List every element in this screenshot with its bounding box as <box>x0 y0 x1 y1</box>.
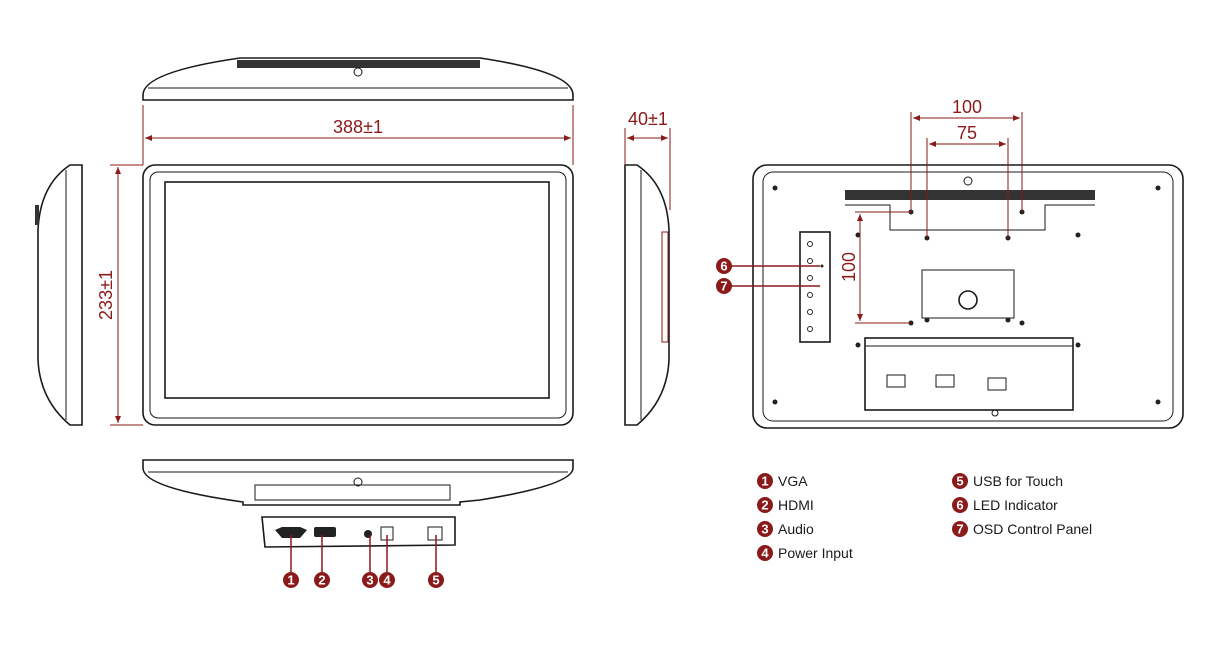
callout-number-2: 2 <box>314 572 330 588</box>
top-view <box>142 57 574 101</box>
legend-label: Power Input <box>778 545 853 561</box>
callout-number-3: 3 <box>362 572 378 588</box>
svg-text:5: 5 <box>956 474 963 489</box>
width-dimension: 388±1 <box>142 105 574 165</box>
screw-hole <box>772 399 778 405</box>
osd-button <box>807 241 813 247</box>
callout-number-2: 2 <box>757 497 773 513</box>
callout-number-4: 4 <box>379 572 395 588</box>
osd-button <box>807 292 813 298</box>
svg-text:2: 2 <box>318 573 325 588</box>
svg-text:7: 7 <box>956 522 963 537</box>
callout-number-7: 7 <box>716 278 732 294</box>
svg-text:100: 100 <box>839 252 859 282</box>
svg-text:3: 3 <box>761 522 768 537</box>
legend: 1 VGA 2 HDMI 3 Audio 4 Power Input 5 USB for Touc… <box>757 473 1092 561</box>
svg-text:4: 4 <box>383 573 391 588</box>
svg-text:1: 1 <box>761 474 768 489</box>
svg-text:3: 3 <box>366 573 373 588</box>
back-view <box>752 164 1184 429</box>
screw-hole <box>1155 185 1161 191</box>
screw-hole <box>1075 232 1081 238</box>
screw-hole <box>772 185 778 191</box>
depth-dimension: 40±1 <box>624 109 671 210</box>
svg-text:388±1: 388±1 <box>333 117 383 137</box>
svg-text:7: 7 <box>720 279 727 294</box>
legend-label: VGA <box>778 473 808 489</box>
legend-label: USB for Touch <box>973 473 1063 489</box>
legend-label: LED Indicator <box>973 497 1058 513</box>
legend-label: OSD Control Panel <box>973 521 1092 537</box>
screw-hole <box>1005 317 1011 323</box>
svg-text:2: 2 <box>761 498 768 513</box>
screw-hole <box>924 317 930 323</box>
screw-hole <box>1075 342 1081 348</box>
right-side-view <box>624 164 670 426</box>
callout-number-1: 1 <box>283 572 299 588</box>
screw-hole <box>1155 399 1161 405</box>
screw-hole <box>1019 320 1025 326</box>
callout-number-7: 7 <box>952 521 968 537</box>
callout-number-5: 5 <box>428 572 444 588</box>
callout-number-3: 3 <box>757 521 773 537</box>
bottom-view <box>142 459 574 506</box>
vesa-dimensions: 100 75 100 <box>839 97 1023 324</box>
svg-text:233±1: 233±1 <box>96 270 116 320</box>
port-panel-detail <box>261 516 456 548</box>
svg-text:75: 75 <box>957 123 977 143</box>
legend-label: HDMI <box>778 497 814 513</box>
callout-number-5: 5 <box>952 473 968 489</box>
osd-button <box>807 258 813 264</box>
left-side-view <box>35 164 83 426</box>
svg-text:5: 5 <box>432 573 439 588</box>
svg-text:6: 6 <box>956 498 963 513</box>
osd-button <box>807 275 813 281</box>
osd-button <box>807 309 813 315</box>
screw-hole <box>855 342 861 348</box>
svg-text:1: 1 <box>287 573 294 588</box>
osd-button <box>807 326 813 332</box>
svg-text:4: 4 <box>761 546 769 561</box>
led-indicator <box>820 264 824 268</box>
svg-text:40±1: 40±1 <box>628 109 668 129</box>
callout-number-4: 4 <box>757 545 773 561</box>
callout-number-1: 1 <box>757 473 773 489</box>
svg-text:6: 6 <box>720 259 727 274</box>
front-view <box>142 164 574 426</box>
height-dimension: 233±1 <box>96 164 143 426</box>
callout-number-6: 6 <box>716 258 732 274</box>
svg-text:100: 100 <box>952 97 982 117</box>
legend-label: Audio <box>778 521 814 537</box>
callout-number-6: 6 <box>952 497 968 513</box>
